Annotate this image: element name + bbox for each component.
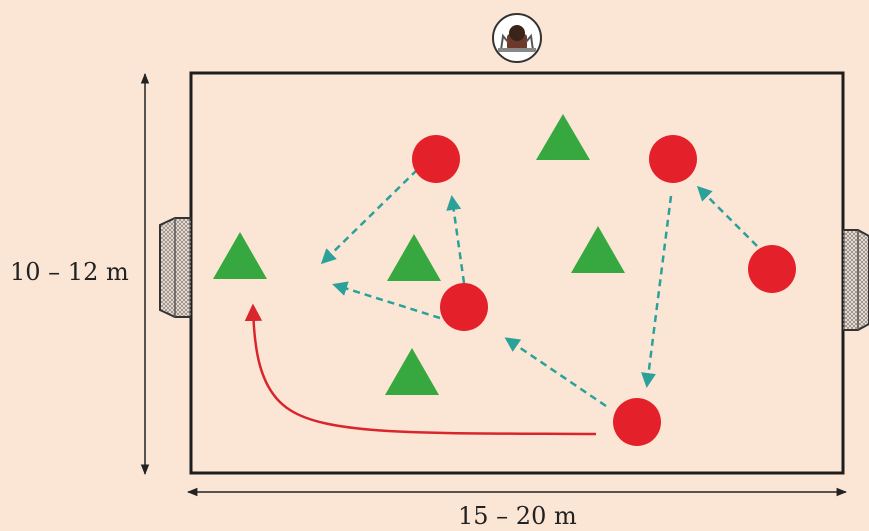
height-label: 10 – 12 m <box>10 258 129 286</box>
coach-icon <box>493 14 541 62</box>
player-p3 <box>440 283 488 331</box>
player-p2 <box>649 135 697 183</box>
field <box>191 73 843 473</box>
player-p1 <box>412 135 460 183</box>
player-p4 <box>748 245 796 293</box>
player-p5 <box>613 398 661 446</box>
goal-icon <box>843 230 869 330</box>
width-label: 15 – 20 m <box>458 502 577 530</box>
goal-icon <box>160 218 191 317</box>
